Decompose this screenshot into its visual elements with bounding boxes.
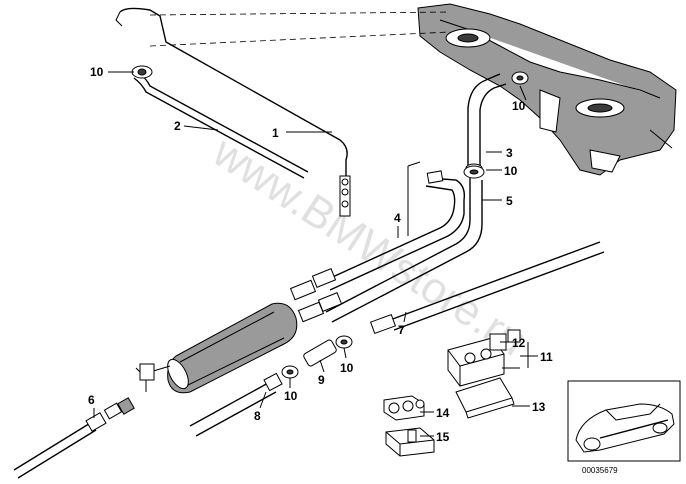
- fuel-filter[interactable]: [135, 302, 298, 394]
- car-inset: [567, 380, 681, 462]
- fuel-line-pair[interactable]: [325, 161, 466, 291]
- fuel-tank[interactable]: [417, 3, 677, 176]
- callout-1: 1: [272, 126, 279, 140]
- hose-clamp-top-left[interactable]: [131, 65, 153, 79]
- callout-5: 5: [506, 194, 513, 208]
- callout-3: 3: [506, 146, 513, 160]
- callout-10-top-left: 10: [90, 65, 104, 79]
- hose-clamp-tank[interactable]: [511, 71, 529, 85]
- callout-2: 2: [174, 119, 181, 133]
- callout-14: 14: [436, 406, 450, 420]
- callout-9: 9: [318, 373, 325, 387]
- connecting-line[interactable]: [189, 372, 283, 437]
- leader-lines: [93, 71, 538, 437]
- hose-clamp-filler[interactable]: [463, 165, 485, 179]
- mounting-plate[interactable]: [385, 427, 435, 457]
- supply-hose[interactable]: [325, 178, 483, 323]
- return-line[interactable]: [369, 241, 605, 335]
- callout-10-filler: 10: [504, 164, 518, 178]
- callout-6: 6: [88, 393, 95, 407]
- line-holder-bracket[interactable]: [447, 329, 521, 387]
- callout-8: 8: [254, 409, 261, 423]
- dashed-guide-lower: [149, 31, 451, 47]
- callout-10-lower-left: 10: [284, 389, 298, 403]
- breather-line[interactable]: [115, 7, 351, 217]
- rubber-hose[interactable]: [303, 339, 338, 367]
- callout-11: 11: [540, 350, 553, 364]
- callout-15: 15: [436, 430, 450, 444]
- support-bracket[interactable]: [455, 377, 515, 419]
- callout-4: 4: [394, 211, 401, 225]
- callout-7: 7: [398, 323, 405, 337]
- line-clip-holder[interactable]: [383, 395, 425, 421]
- callout-12: 12: [512, 336, 526, 350]
- dashed-guide-upper: [149, 11, 451, 16]
- hose-clamp-lower-right[interactable]: [335, 335, 353, 349]
- diagram-part-number: 00035679: [582, 466, 618, 475]
- hose-clamp-lower-left[interactable]: [281, 365, 299, 379]
- callout-10-lower-right: 10: [340, 361, 354, 375]
- callout-13: 13: [532, 400, 546, 414]
- line-connectors[interactable]: [289, 268, 343, 323]
- callout-10-tank: 10: [512, 99, 526, 113]
- fuel-line-fitting[interactable]: [13, 397, 135, 479]
- filler-hose[interactable]: [465, 73, 507, 173]
